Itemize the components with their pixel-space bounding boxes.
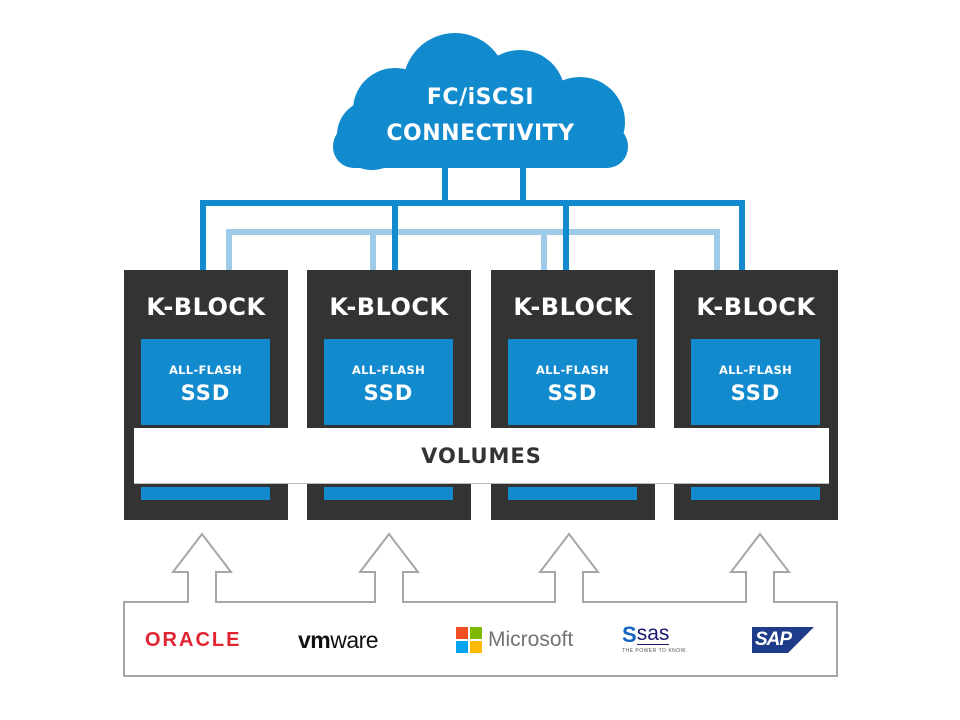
dark-crossings (200, 225, 745, 270)
k-block-title: K-BLOCK (146, 293, 266, 321)
sas-tagline: THE POWER TO KNOW. (622, 648, 688, 654)
vmware-logo-bold: vm (298, 626, 331, 653)
ssd-strip (508, 487, 637, 500)
ssd-label-small: ALL-FLASH (168, 363, 243, 377)
dark-connectors (200, 165, 745, 270)
sas-swirl-icon: S (622, 621, 637, 647)
cloud-icon (333, 33, 628, 170)
ssd-strip (141, 487, 270, 500)
oracle-logo-text: ORACLE (145, 628, 242, 651)
ssd-box: ALL-FLASH SSD (691, 339, 820, 425)
ssd-label-small: ALL-FLASH (351, 363, 426, 377)
k-block-title: K-BLOCK (329, 293, 449, 321)
sap-logo-shape (752, 627, 814, 653)
volumes-label: VOLUMES (421, 444, 542, 468)
microsoft-windows-icon (456, 627, 482, 653)
cloud-label: FC/iSCSI CONNECTIVITY (333, 80, 628, 152)
vmware-logo-light: ware (330, 626, 379, 653)
dark-bus (200, 200, 745, 270)
sas-logo-text: sas (636, 622, 670, 645)
cloud-label-line2: CONNECTIVITY (386, 121, 575, 146)
ssd-strip (691, 487, 820, 500)
sap-logo: SAP (752, 627, 814, 653)
k-block-title: K-BLOCK (513, 293, 633, 321)
cloud-label-line1: FC/iSCSI (426, 85, 535, 110)
ssd-label-small: ALL-FLASH (718, 363, 793, 377)
ssd-box: ALL-FLASH SSD (324, 339, 453, 425)
application-arrows-frame (123, 532, 838, 677)
microsoft-logo-text: Microsoft (488, 628, 574, 651)
ssd-box: ALL-FLASH SSD (141, 339, 270, 425)
light-connectors (226, 229, 720, 270)
microsoft-logo: Microsoft (456, 622, 573, 658)
oracle-logo: ORACLE (145, 622, 241, 658)
ssd-box: ALL-FLASH SSD (508, 339, 637, 425)
volumes-bar: VOLUMES (134, 428, 829, 484)
sap-logo-text: SAP (755, 629, 792, 650)
ssd-label-small: ALL-FLASH (535, 363, 610, 377)
ssd-label-big: SSD (547, 381, 598, 405)
sas-logo: S sas THE POWER TO KNOW. (622, 621, 688, 660)
light-bus (226, 229, 720, 270)
ssd-label-big: SSD (363, 381, 414, 405)
ssd-strip (324, 487, 453, 500)
ssd-label-big: SSD (730, 381, 781, 405)
k-block-title: K-BLOCK (696, 293, 816, 321)
ssd-label-big: SSD (180, 381, 231, 405)
